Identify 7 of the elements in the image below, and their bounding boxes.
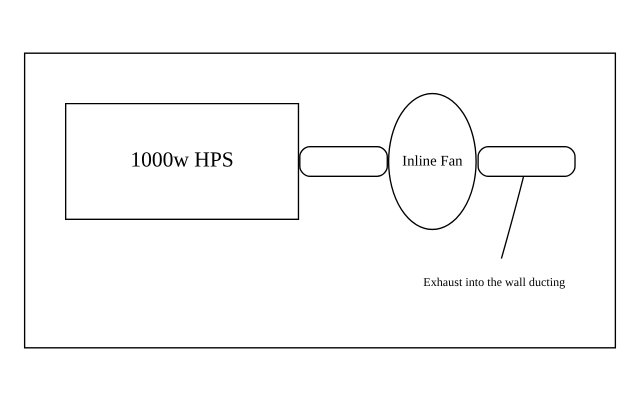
cluster <box>24 52 616 348</box>
node-box <box>477 146 576 176</box>
node-box <box>299 146 388 176</box>
node-box: 1000w HPS <box>65 102 300 220</box>
connector <box>500 176 524 258</box>
node-ellipse: Inline Fan <box>388 92 477 230</box>
node-text: Exhaust into the wall ducting <box>423 274 566 289</box>
